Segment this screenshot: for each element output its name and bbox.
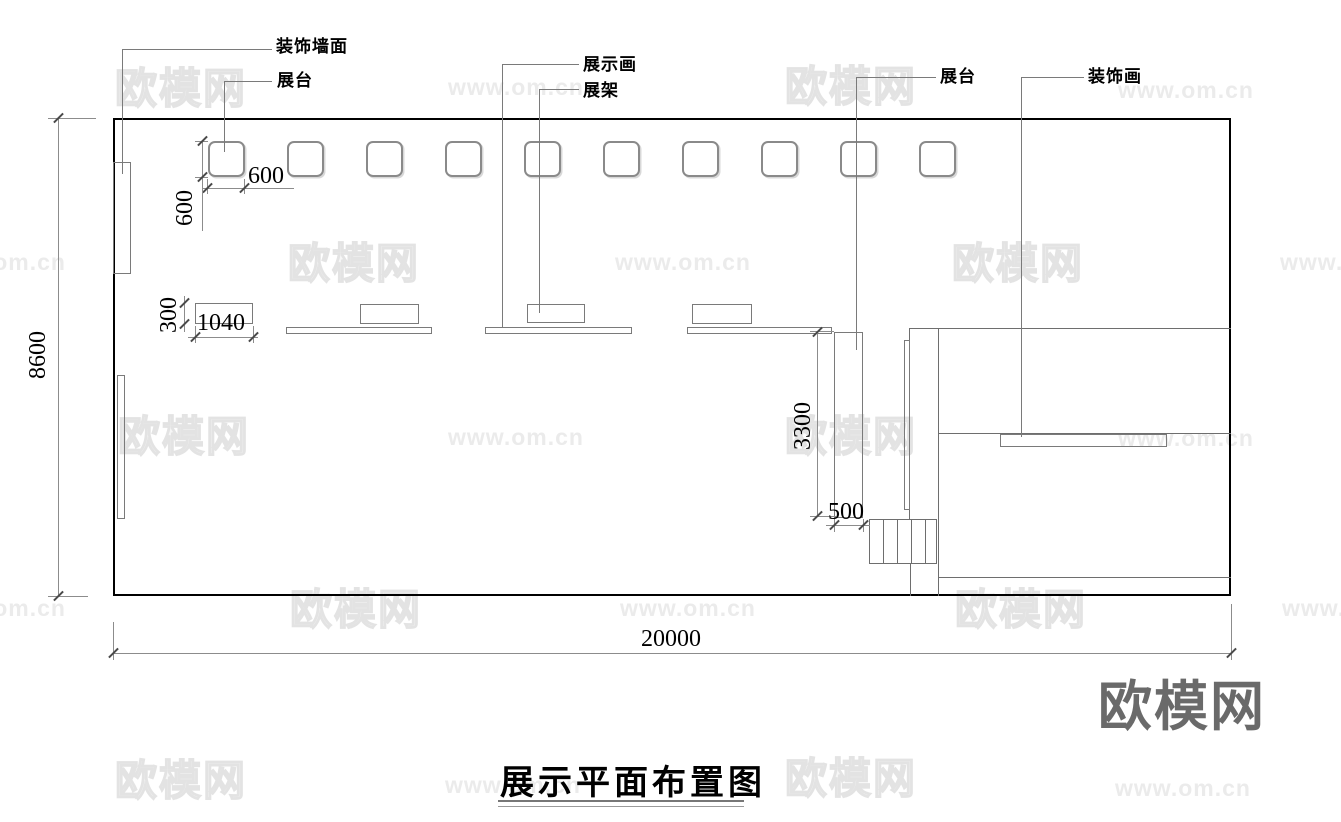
dim-rack-height-line [184, 296, 185, 332]
leader-decorative-wall [122, 49, 123, 174]
staircase [869, 519, 937, 564]
dim-stand-width-line [202, 188, 294, 189]
stair-tread [911, 520, 912, 563]
dim-room-width-line [113, 653, 1231, 654]
watermark-logo: 欧模网 [114, 65, 248, 112]
dim-ext [48, 118, 96, 119]
watermark-url: www.om.cn [1115, 775, 1251, 801]
leader-decorative-painting [1021, 77, 1022, 437]
watermark-logo: 欧模网 [951, 240, 1085, 287]
leader-decorative-wall [122, 49, 272, 50]
brand-logo: 欧模网 [1098, 677, 1266, 737]
watermark-logo: 欧模网 [287, 240, 421, 287]
display-rack-bar-1 [286, 327, 432, 334]
display-rack-bar-3 [687, 327, 832, 334]
leader-stand-right [856, 77, 857, 350]
display-stand [761, 141, 798, 177]
label-display-rack: 展架 [583, 81, 619, 100]
dim-room-height-line [58, 118, 59, 597]
leader-decorative-painting [1021, 77, 1084, 78]
dim-ext [113, 622, 114, 660]
dim-text-stand-width: 600 [248, 163, 284, 189]
dim-stand-height-line [202, 141, 203, 231]
display-painting-2 [527, 304, 585, 323]
inner-wall-stub [910, 564, 911, 596]
dim-ext [810, 516, 836, 517]
dim-ext [1231, 604, 1232, 660]
display-stand [919, 141, 956, 177]
dim-text-partition-length: 3300 [790, 402, 816, 450]
leader-stand-left [224, 81, 225, 152]
label-decorative-painting: 装饰画 [1088, 67, 1142, 86]
dim-partition-length-line [817, 332, 818, 516]
watermark-logo: 欧模网 [117, 413, 251, 460]
label-stand-left: 展台 [277, 71, 313, 90]
watermark-logo: 欧模网 [784, 413, 918, 460]
rack-detail-rect [195, 303, 253, 324]
inner-wall-middle [938, 433, 1231, 434]
display-stand [445, 141, 482, 177]
partition-stand [834, 332, 863, 518]
inner-wall-bottom [938, 577, 1231, 578]
watermark-logo: 欧模网 [784, 63, 918, 110]
decorative-wall-panel [113, 162, 131, 274]
leader-display-painting [502, 64, 503, 328]
display-stand [208, 141, 245, 177]
dim-ext [810, 331, 834, 332]
decorative-painting-panel [1000, 434, 1167, 447]
watermark-logo: 欧模网 [784, 755, 918, 802]
wall-display-board [117, 375, 125, 519]
display-painting-3 [692, 304, 752, 324]
dim-rack-width-line [188, 337, 258, 338]
watermark-url: www.om.cn [448, 74, 584, 100]
watermark-url: www.om.cn [1118, 77, 1254, 103]
dim-text-room-height: 8600 [25, 331, 51, 379]
dim-text-rack-height: 300 [156, 297, 182, 333]
watermark-url: www.om.cn [1118, 425, 1254, 451]
drawing-title: 展示平面布置图 [500, 765, 766, 802]
title-underline [498, 800, 744, 802]
stair-tread [925, 520, 926, 563]
watermark-url: www.om.cn [0, 249, 66, 275]
display-stand [682, 141, 719, 177]
dim-text-rack-width: 1040 [197, 310, 245, 336]
leader-display-rack [539, 89, 540, 313]
watermark-url: www.om.cn [0, 595, 66, 621]
display-stand [840, 141, 877, 177]
dim-text-room-width: 20000 [641, 626, 701, 652]
display-stand [366, 141, 403, 177]
leader-stand-left [224, 81, 272, 82]
display-stand [287, 141, 324, 177]
leader-display-painting [502, 64, 579, 65]
leader-stand-right [856, 77, 936, 78]
display-painting-1 [360, 304, 419, 324]
inner-wall-right-edge [938, 328, 939, 596]
display-stand [603, 141, 640, 177]
watermark-url: www.om.cn [1280, 249, 1341, 275]
display-stand [524, 141, 561, 177]
label-stand-right: 展台 [940, 67, 976, 86]
dim-text-stand-height: 600 [172, 190, 198, 226]
watermark-url: www.om.cn [615, 249, 751, 275]
watermark-url: www.om.cn [620, 595, 756, 621]
dim-text-partition-width: 500 [828, 499, 864, 525]
dim-ext [48, 596, 88, 597]
display-rack-bar-2 [485, 327, 632, 334]
stair-tread [897, 520, 898, 563]
dim-partition-width-line [826, 525, 870, 526]
watermark-url: www.om.cn [448, 424, 584, 450]
inner-wall-top [909, 328, 1231, 329]
watermark-url: www.om.cn [1282, 595, 1341, 621]
leader-display-rack [539, 89, 579, 90]
stair-tread [883, 520, 884, 563]
label-decorative-wall: 装饰墙面 [276, 37, 348, 56]
room-outline [113, 118, 1231, 596]
watermark-url: www.om.cn [445, 772, 581, 798]
title-underline [498, 806, 744, 807]
inner-wall-panel [904, 340, 910, 510]
watermark-logo: 欧模网 [114, 757, 248, 804]
label-display-painting: 展示画 [583, 55, 637, 74]
